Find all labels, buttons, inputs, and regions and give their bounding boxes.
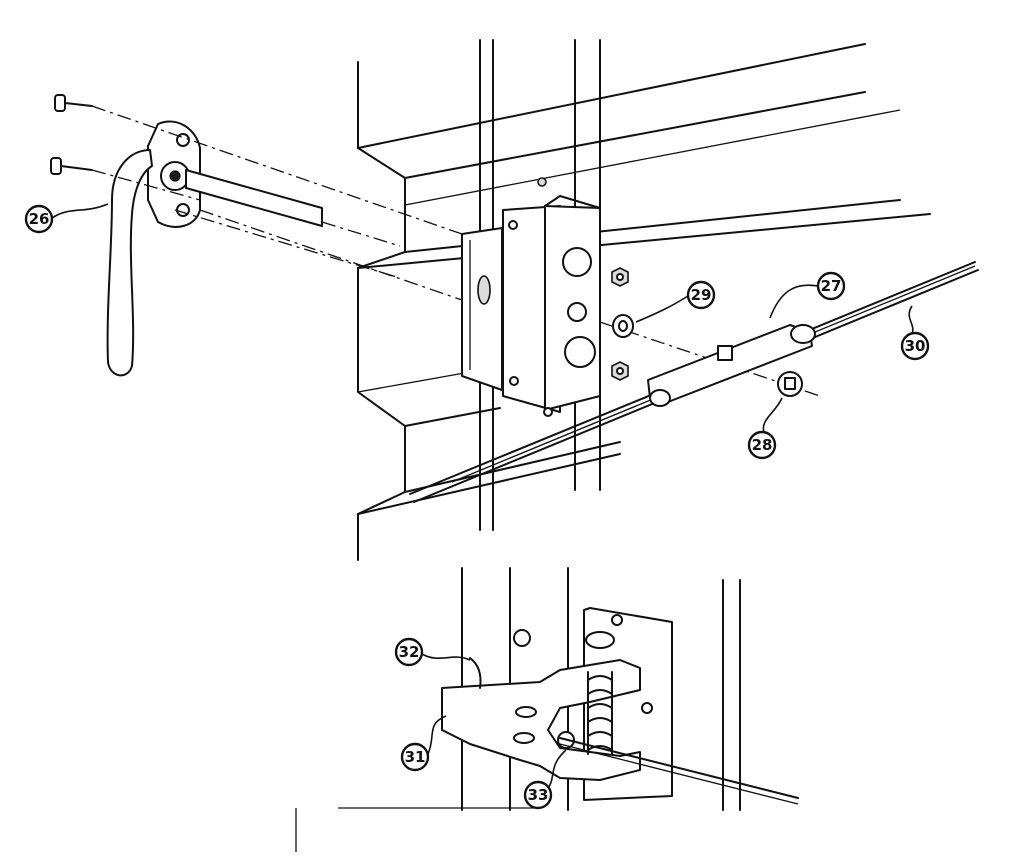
hex-nut-lower — [611, 361, 629, 381]
latch-rod — [559, 737, 799, 805]
rod-guide-clip — [469, 657, 482, 689]
callout-26: 26 — [24, 203, 109, 234]
svg-text:33: 33 — [528, 786, 549, 804]
handle-screws — [50, 94, 93, 175]
alignment-lines — [91, 105, 821, 397]
callout-27: 27 — [769, 271, 846, 319]
baseline-marks — [295, 807, 540, 852]
callout-31: 31 — [400, 715, 447, 772]
callout-28: 28 — [747, 397, 783, 460]
svg-text:26: 26 — [29, 210, 50, 228]
lock-housing — [502, 195, 601, 417]
cam-bar — [647, 324, 816, 407]
svg-text:28: 28 — [752, 436, 773, 454]
hex-nut-upper — [611, 267, 629, 287]
callout-30: 30 — [900, 305, 930, 361]
square-washer — [777, 371, 803, 397]
spring — [557, 631, 615, 755]
svg-text:32: 32 — [399, 643, 420, 661]
callout-32: 32 — [394, 637, 471, 667]
svg-text:29: 29 — [691, 286, 712, 304]
svg-text:31: 31 — [405, 748, 426, 766]
panel-cutout — [461, 227, 503, 391]
door-panel — [357, 43, 931, 561]
svg-text:27: 27 — [821, 277, 842, 295]
callout-33: 33 — [523, 749, 567, 810]
handle — [106, 120, 323, 377]
svg-text:30: 30 — [905, 337, 926, 355]
washer — [612, 314, 634, 338]
callout-29: 29 — [635, 280, 716, 323]
